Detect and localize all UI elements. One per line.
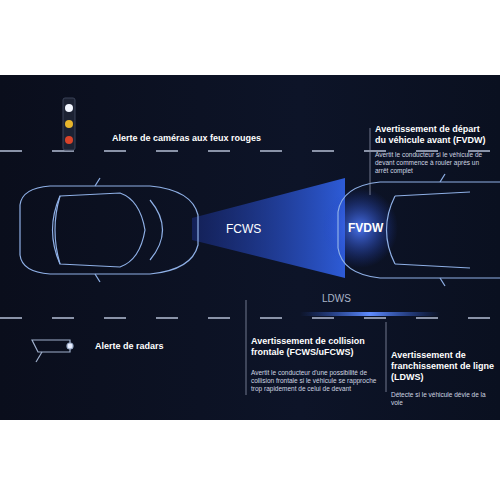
traffic-light: [63, 98, 75, 150]
leader-line: [246, 128, 386, 395]
lane-bar: [300, 312, 440, 316]
callout-body: Avertit le conducteur d'une possibilité …: [251, 369, 377, 392]
callout-heading: Avertissement de collision frontale (FCW…: [251, 336, 371, 358]
detection-glow: [322, 188, 398, 268]
lane-marking: [0, 317, 500, 319]
callout-body: Avertit le conducteur si le véhicule de …: [375, 151, 493, 174]
callout-heading: Avertissement de départ du véhicule avan…: [375, 124, 493, 146]
callout-label: Alerte de radars: [95, 341, 205, 352]
zone-label: FCWS: [226, 222, 276, 236]
own-car: [20, 178, 198, 282]
dark-road: [0, 75, 500, 420]
callout-heading: Avertissement de franchissement de ligne…: [391, 350, 495, 382]
radar-icon: [32, 340, 73, 362]
zone-label: LDWS: [322, 293, 372, 305]
zone-label: FVDW: [348, 221, 398, 235]
front-car: [338, 174, 500, 286]
callout-label: Alerte de caméras aux feux rouges: [112, 133, 272, 144]
callout-body: Détecte si le véhicule dévie de la voie: [391, 391, 495, 407]
